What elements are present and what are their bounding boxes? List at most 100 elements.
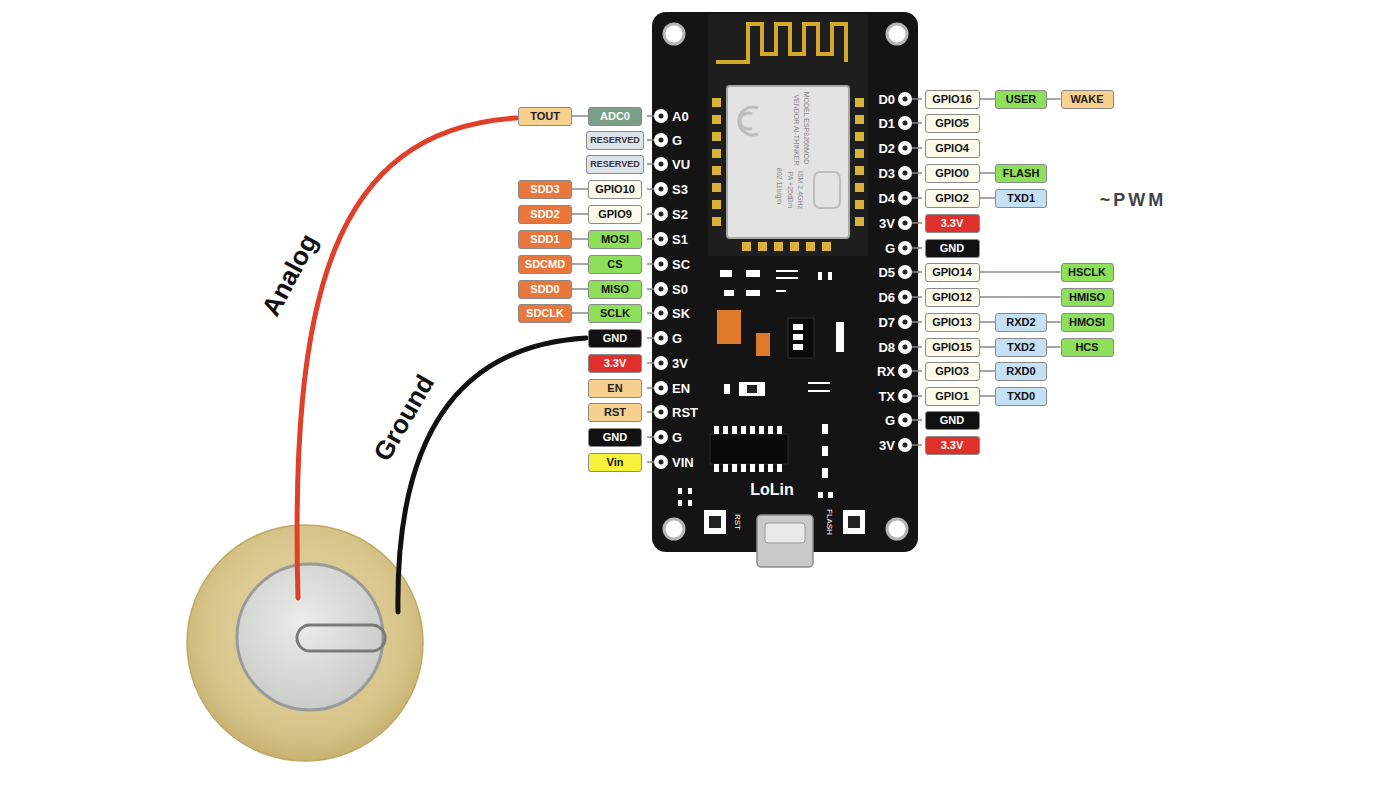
pin-label-box: RESERVED (586, 131, 644, 150)
board-pcb (652, 12, 918, 552)
pin-connector (572, 213, 588, 215)
pin-label-text: Vin (607, 456, 624, 468)
pin-label-box: SDD2 (518, 205, 572, 224)
pin-name: G (672, 133, 682, 148)
pin-label-box: GND (925, 239, 980, 258)
pin-label-text: GPIO0 (935, 167, 969, 179)
pin-label-box: RXD2 (995, 313, 1047, 332)
pin-label-box: 3.3V (925, 214, 980, 233)
pin-label-text: CS (607, 258, 622, 270)
pin-label-text: HMOSI (1069, 316, 1105, 328)
pin-label-text: HCS (1075, 341, 1098, 353)
pin-label-text: SDD0 (530, 283, 559, 295)
mounting-hole (664, 24, 684, 44)
pin-connector (980, 395, 996, 397)
pin-label-text: TXD2 (1007, 341, 1035, 353)
pin-label-box: GND (925, 411, 980, 430)
pin-label-text: GND (940, 414, 964, 426)
usb-opening (765, 523, 805, 543)
pin-label-box: 3.3V (588, 354, 642, 373)
usb-connector (757, 515, 813, 567)
button-label: RST (733, 514, 742, 530)
pin-label-box: GPIO10 (588, 180, 642, 199)
wire-label: Analog (256, 229, 325, 321)
button-cap (709, 516, 721, 528)
pin-label-box: 3.3V (925, 436, 980, 455)
pin-label-text: GND (603, 431, 627, 443)
pin-label-text: RST (604, 406, 626, 418)
pin-connector (980, 370, 996, 372)
pin-label-text: GPIO12 (932, 291, 972, 303)
pin-label-box: HSCLK (1061, 263, 1114, 282)
pin-connector (1047, 321, 1061, 323)
pin-connector (572, 263, 588, 265)
pin-label-text: GPIO4 (935, 142, 969, 154)
pin-label-text: GPIO16 (932, 93, 972, 105)
pin-label-box: FLASH (995, 164, 1047, 183)
regulator-pins (793, 322, 844, 352)
pin-label-text: TOUT (530, 110, 560, 122)
pin-label-text: GPIO10 (595, 183, 635, 195)
pin-connector (980, 296, 1061, 298)
pin-label-text: WAKE (1071, 93, 1104, 105)
smd-pads (678, 424, 833, 506)
pin-label-box: TXD2 (995, 338, 1047, 357)
pin-label-box: HCS (1061, 338, 1114, 357)
pin-name: 3V (879, 438, 895, 453)
module-pcb (708, 14, 868, 256)
pin-name: RST (672, 405, 698, 420)
smd-pads (724, 382, 830, 394)
pin-name: D5 (878, 265, 895, 280)
pin-label-box: ADC0 (588, 107, 642, 126)
diode (739, 382, 765, 396)
pin-label-text: GPIO15 (932, 341, 972, 353)
pin-label-box: RESERVED (586, 155, 644, 174)
pin-name: EN (672, 381, 690, 396)
pin-label-text: GND (603, 332, 627, 344)
pin-label-text: FLASH (1003, 167, 1040, 179)
pin-label-text: HSCLK (1068, 266, 1106, 278)
pin-label-box: SDCMD (518, 255, 572, 274)
pin-label-box: GPIO1 (925, 387, 980, 406)
pin-label-box: SDD1 (518, 230, 572, 249)
pin-label-text: RXD2 (1006, 316, 1035, 328)
pin-name: RX (877, 364, 895, 379)
button-label: FLASH (825, 509, 834, 535)
pin-label-box: HMOSI (1061, 313, 1114, 332)
pin-label-box: RXD0 (995, 362, 1047, 381)
piezo-ceramic (237, 564, 383, 710)
pin-connector (980, 346, 996, 348)
pin-label-box: GPIO0 (925, 164, 980, 183)
pin-label-text: GPIO2 (935, 192, 969, 204)
castellated-pads (712, 98, 864, 251)
pwm-note: ~PWM (1100, 190, 1167, 211)
pin-name: D1 (878, 116, 895, 131)
pin-connector (1047, 346, 1061, 348)
pin-label-text: TXD0 (1007, 390, 1035, 402)
pin-label-text: SDD2 (530, 208, 559, 220)
pin-label-text: HMISO (1069, 291, 1105, 303)
pin-connector (980, 172, 996, 174)
pin-label-box: RST (588, 403, 642, 422)
pin-label-text: TXD1 (1007, 192, 1035, 204)
pin-label-box: SCLK (588, 304, 642, 323)
pin-label-text: GPIO5 (935, 117, 969, 129)
pin-connector (980, 197, 996, 199)
pin-label-text: 3.3V (604, 357, 627, 369)
pin-label-box: SDCLK (518, 304, 572, 323)
analog-wire (297, 118, 516, 598)
pin-label-text: SDD1 (530, 233, 559, 245)
usb-chip (710, 434, 788, 464)
capacitor (717, 310, 741, 344)
pin-label-box: WAKE (1061, 90, 1114, 109)
pin-name: S1 (672, 232, 688, 247)
pin-label-box: GPIO16 (925, 90, 980, 109)
pin-name: A0 (672, 109, 689, 124)
pin-label-text: RESERVED (590, 135, 639, 145)
pin-label-box: GND (588, 428, 642, 447)
pin-label-box: MISO (588, 280, 642, 299)
pin-name: G (885, 413, 895, 428)
mounting-hole (887, 519, 907, 539)
module-marking: MODEL ESP8266MOD (803, 92, 810, 165)
